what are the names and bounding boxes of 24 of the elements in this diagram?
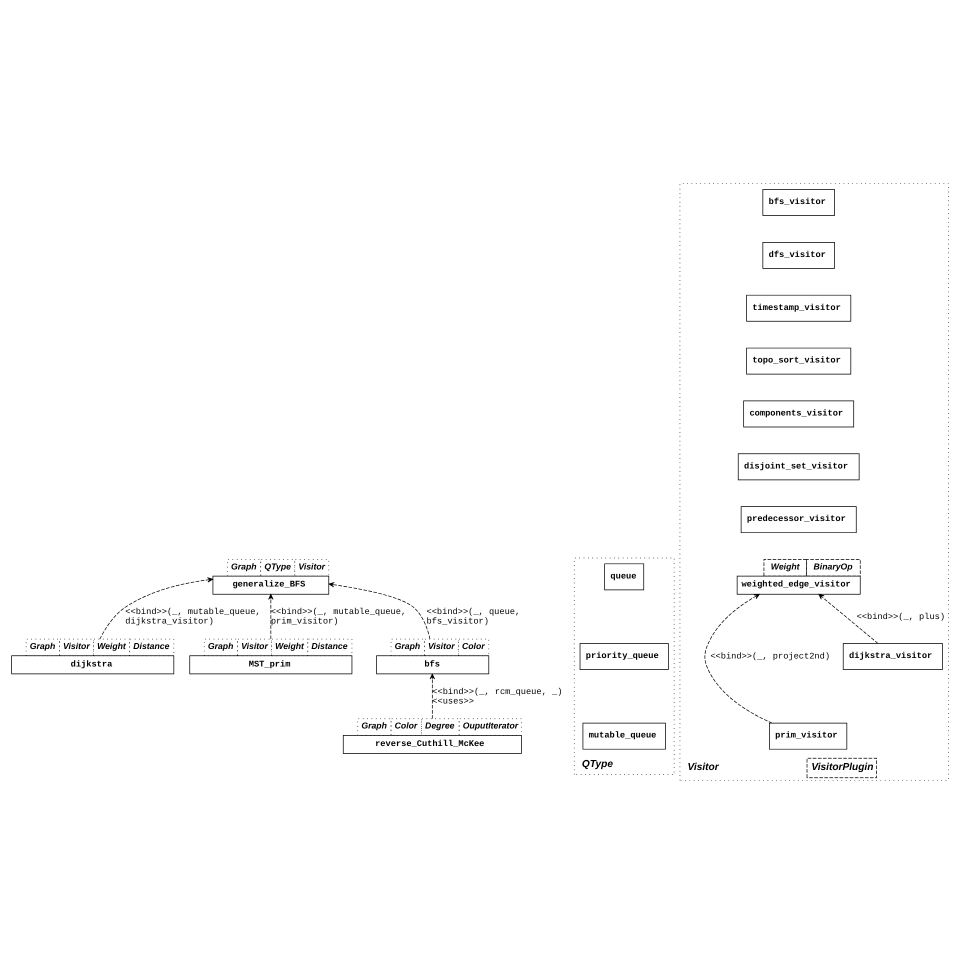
- arrow: [99, 576, 214, 639]
- edge-label: <<bind>>(_, mutable_queue, dijkstra_visitor): [125, 606, 261, 626]
- edge-label: <<bind>>(_, plus): [856, 611, 946, 622]
- arrow: [328, 582, 430, 639]
- node-box: timestamp_visitor: [746, 294, 852, 322]
- edge-label: <<bind>>(_, rcm_queue, _) <<uses>>: [432, 686, 562, 706]
- arrow: [818, 593, 878, 644]
- node-box: predecessor_visitor: [740, 506, 857, 533]
- arrow: [268, 593, 274, 639]
- node-box: queue: [604, 562, 644, 590]
- node-box: prim_visitor: [769, 722, 848, 750]
- edge-label: <<bind>>(_, mutable_queue, prim_visitor): [270, 606, 406, 626]
- node-box: components_visitor: [743, 400, 854, 427]
- node-box: disjoint_set_visitor: [738, 452, 860, 480]
- node-box: dijkstra_visitor: [842, 642, 943, 670]
- arrow: [430, 673, 435, 718]
- node-box: mutable_queue: [582, 722, 666, 750]
- edge-label: <<bind>>(_, queue, bfs_visitor): [426, 606, 520, 626]
- node-box: dfs_visitor: [762, 241, 835, 268]
- arrow: [704, 593, 772, 723]
- node-box: bfs_visitor: [762, 188, 835, 216]
- edge-label: <<bind>>(_, project2nd): [710, 651, 830, 662]
- node-box: topo_sort_visitor: [746, 347, 852, 374]
- node-box: priority_queue: [580, 642, 669, 670]
